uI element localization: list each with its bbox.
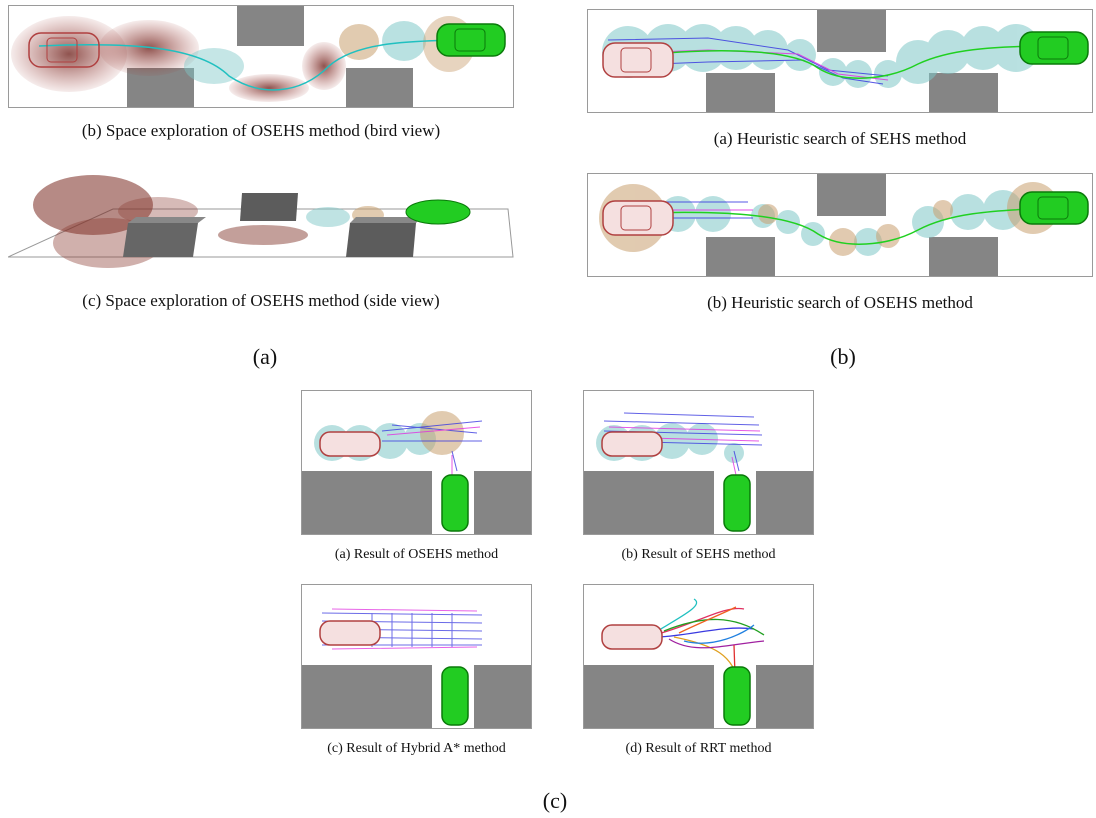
start-car	[602, 200, 674, 236]
group-label-c: (c)	[542, 788, 568, 813]
sehs-search-panel	[587, 9, 1093, 113]
start-car	[601, 624, 663, 650]
caption-osehs-search: (b) Heuristic search of OSEHS method	[707, 293, 973, 312]
result-rrt-figure	[584, 598, 813, 728]
obstacle-top	[237, 6, 304, 46]
caption-result-hybrid-astar: (c) Result of Hybrid A* method	[327, 741, 506, 756]
result-sehs-figure	[584, 412, 813, 534]
osehs-search-panel	[587, 173, 1093, 277]
caption-result-rrt: (d) Result of RRT method	[625, 741, 772, 756]
goal-car	[436, 23, 506, 57]
obstacle-top	[817, 10, 886, 52]
group-label-b: (b)	[830, 344, 856, 369]
obstacle-box-left	[123, 217, 206, 257]
caption-result-sehs: (b) Result of SEHS method	[621, 547, 776, 562]
obstacle-bottom-left	[706, 237, 775, 276]
obstacle-left	[302, 471, 432, 534]
start-car	[319, 431, 381, 457]
obstacle-bottom-right	[929, 73, 998, 112]
obstacle-box-top	[240, 193, 298, 221]
osehs-search-figure	[599, 174, 1089, 276]
obstacle-right	[756, 471, 813, 534]
planned-path	[38, 39, 480, 91]
side-view-panel	[8, 165, 514, 277]
side-view-figure	[8, 175, 514, 268]
goal-car	[441, 666, 469, 726]
start-car	[601, 431, 663, 457]
result-osehs-figure	[302, 411, 531, 534]
sehs-search-figure	[602, 10, 1089, 112]
goal-car	[1019, 191, 1089, 225]
planned-path	[617, 207, 1059, 245]
search-tree	[381, 420, 483, 477]
planned-path	[617, 45, 1059, 79]
obstacle-right	[474, 665, 531, 728]
obstacle-top	[817, 174, 886, 216]
exploration-cloud-3d	[33, 175, 384, 268]
result-osehs-panel	[301, 390, 532, 535]
result-hybrid-astar-figure	[302, 608, 531, 728]
caption-result-osehs: (a) Result of OSEHS method	[334, 547, 499, 562]
start-car	[602, 42, 674, 78]
start-car	[28, 32, 100, 68]
goal-car-3d	[405, 199, 471, 225]
obstacle-left	[302, 665, 432, 728]
obstacle-left	[584, 665, 714, 728]
exploration-cloud	[11, 16, 475, 102]
start-car	[319, 620, 381, 646]
obstacle-bottom-left	[706, 73, 775, 112]
result-sehs-panel	[583, 390, 814, 535]
bird-view-figure	[11, 6, 506, 107]
result-rrt-panel	[583, 584, 814, 729]
obstacle-right	[474, 471, 531, 534]
caption-bird-view: (b) Space exploration of OSEHS method (b…	[81, 121, 441, 140]
goal-car	[723, 666, 751, 726]
obstacle-bottom-right	[346, 68, 413, 107]
obstacle-right	[756, 665, 813, 728]
goal-car	[441, 474, 469, 532]
caption-sehs-search: (a) Heuristic search of SEHS method	[713, 129, 967, 148]
goal-car	[723, 474, 751, 532]
obstacle-box-right	[346, 217, 422, 257]
goal-car	[1019, 31, 1089, 65]
caption-side-view: (c) Space exploration of OSEHS method (s…	[82, 291, 440, 310]
bird-view-panel	[8, 5, 514, 108]
obstacle-bottom-right	[929, 237, 998, 276]
result-hybrid-astar-panel	[301, 584, 532, 729]
group-label-a: (a)	[252, 344, 278, 369]
obstacle-left	[584, 471, 714, 534]
tan-sphere	[420, 411, 464, 455]
